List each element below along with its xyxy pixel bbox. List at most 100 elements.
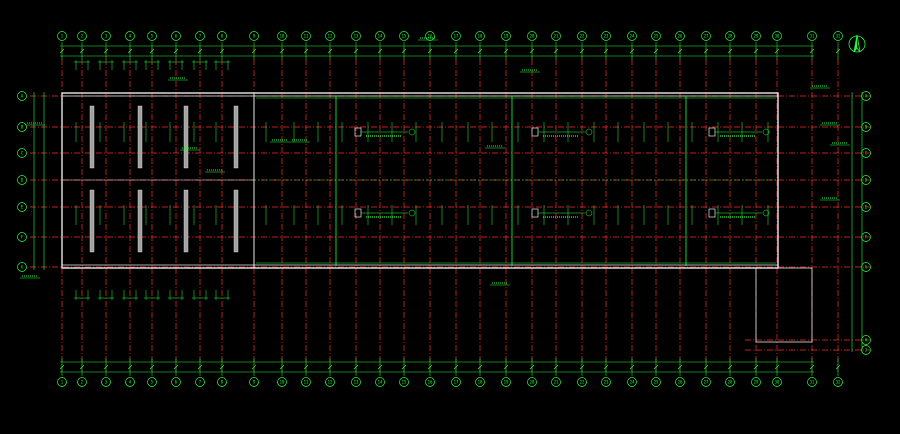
column-axis-label: 16 [428, 380, 433, 385]
column-axis-label: 25 [654, 34, 659, 39]
column-axis-label: 15 [402, 380, 407, 385]
dimension-slash [197, 364, 203, 370]
column-axis-bubble [195, 31, 205, 41]
column-axis-bubble [675, 377, 685, 387]
column-axis-bubble [772, 31, 782, 41]
leader-bubble [585, 209, 593, 217]
column-axis-bubble [725, 377, 735, 387]
dimension-slash [327, 364, 333, 370]
dimension-slash [79, 48, 85, 54]
column-axis-label: 7 [199, 34, 202, 39]
column-axis-label: 23 [604, 34, 609, 39]
leader-bubble [408, 128, 416, 136]
column-axis-label: 9 [253, 34, 256, 39]
dimension-slash [553, 364, 559, 370]
dimension-slash [453, 364, 459, 370]
column-axis-bubble [577, 377, 587, 387]
column-axis-bubble [425, 377, 435, 387]
column-axis-label: 20 [530, 34, 535, 39]
column-axis-label: 8 [221, 380, 224, 385]
column-axis-bubble [501, 377, 511, 387]
column-axis-label: 31 [810, 34, 815, 39]
column-axis-label: 2 [81, 380, 84, 385]
column-axis-bubble [351, 377, 361, 387]
row-axis-label: G [21, 265, 24, 270]
dimension-slash [149, 364, 155, 370]
column-axis-bubble [651, 31, 661, 41]
dimension-slash [809, 48, 815, 54]
dimension-slash [327, 48, 333, 54]
row-axis-bubble [17, 262, 27, 272]
row-axis-label: B [21, 125, 24, 130]
annex-outline [755, 267, 813, 343]
column-axis-label: 7 [199, 380, 202, 385]
leader-bubble [762, 128, 770, 136]
column-axis-bubble [277, 377, 287, 387]
dimension-slash [835, 364, 841, 370]
column-axis-bubble [301, 31, 311, 41]
column-axis-label: 21 [554, 380, 559, 385]
column-axis-bubble [57, 31, 67, 41]
column-axis-bubble [577, 31, 587, 41]
dimension-slash [173, 364, 179, 370]
dimension-slash [503, 48, 509, 54]
column-axis-bubble [301, 377, 311, 387]
dimension-slash [197, 48, 203, 54]
column-axis-label: 30 [775, 380, 780, 385]
column-axis-label: 13 [354, 380, 359, 385]
column-axis-label: 26 [678, 34, 683, 39]
column-axis-bubble [451, 31, 461, 41]
column-axis-label: 14 [378, 380, 383, 385]
dimension-slash [353, 48, 359, 54]
column-axis-bubble [325, 31, 335, 41]
column-axis-bubble [751, 377, 761, 387]
column-axis-label: 12 [328, 34, 333, 39]
annotations [20, 37, 850, 300]
column-axis-bubble [277, 31, 287, 41]
dimension-slash [753, 364, 759, 370]
dimension-slash [427, 364, 433, 370]
dimension-slash [353, 364, 359, 370]
column-axis-bubble [807, 377, 817, 387]
column-axis-label: 13 [354, 34, 359, 39]
dimension-slash [835, 48, 841, 54]
row-axis-bubble [861, 122, 871, 132]
column-axis-label: 21 [554, 34, 559, 39]
dimension-slash [774, 48, 780, 54]
dimension-slash [219, 48, 225, 54]
column-axis-label: 14 [378, 34, 383, 39]
dimension-slash [401, 48, 407, 54]
dimension-slash [579, 48, 585, 54]
hatched-fixture [233, 105, 239, 169]
column-axis-label: 6 [175, 380, 178, 385]
dimension-slash [629, 364, 635, 370]
column-axis-label: 30 [775, 34, 780, 39]
column-axis-label: 4 [129, 380, 132, 385]
column-axis-label: 31 [810, 380, 815, 385]
column-axis-bubble [475, 377, 485, 387]
leader-bubble [408, 209, 416, 217]
row-axis-label: D [21, 178, 24, 183]
row-axis-label: H [865, 338, 868, 343]
dimension-slash [59, 48, 65, 54]
dimension-slash [603, 48, 609, 54]
column-axis-label: 29 [754, 34, 759, 39]
column-axis-bubble [125, 31, 135, 41]
column-axis-bubble [101, 377, 111, 387]
column-axis-bubbles: 1122334455667788991010111112121313141415… [57, 31, 843, 387]
row-axis-bubble [861, 345, 871, 355]
column-axis-bubble [195, 377, 205, 387]
column-axis-bubble [675, 31, 685, 41]
column-axis-bubble [772, 377, 782, 387]
dimension-slash [553, 48, 559, 54]
column-axis-label: 23 [604, 380, 609, 385]
column-axis-bubble [627, 31, 637, 41]
row-axis-label: D [865, 178, 868, 183]
dimension-slash [219, 364, 225, 370]
column-axis-label: 12 [328, 380, 333, 385]
column-axis-bubble [147, 377, 157, 387]
row-axis-bubble [17, 202, 27, 212]
north-arrow-icon [848, 34, 866, 53]
column-axis-label: 28 [728, 34, 733, 39]
